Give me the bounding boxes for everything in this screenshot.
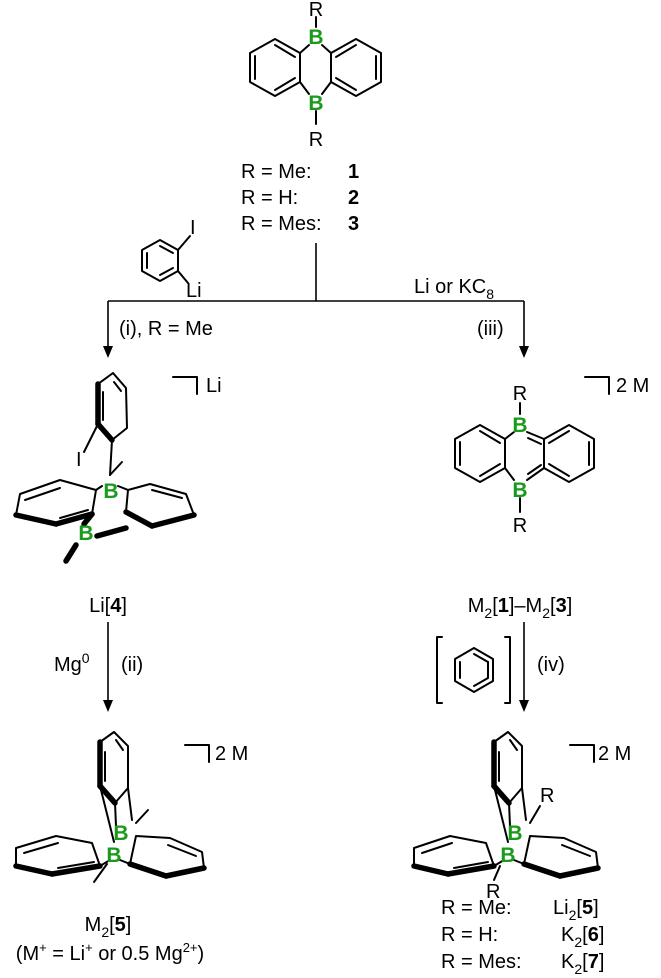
row1-num: 1 xyxy=(348,161,359,183)
compound-4-boron-2: B xyxy=(78,522,93,545)
compound-5-boron-2: B xyxy=(106,844,121,867)
step-iv-label: (iv) xyxy=(537,654,565,676)
compound-5-7-boron-2: B xyxy=(500,844,515,867)
reagent-iodine: I xyxy=(190,217,196,239)
reagent-lithium: Li xyxy=(186,280,202,302)
table-row-2-salt: K2[6] xyxy=(561,924,604,950)
table-row-2-lhs: R = H: xyxy=(441,924,498,946)
row3-num: 3 xyxy=(348,213,359,235)
top-R-label: R xyxy=(309,0,323,21)
row3-lhs: R = Mes: xyxy=(241,213,322,235)
table-row-3-salt: K2[7] xyxy=(561,951,604,977)
benzyne-reagent xyxy=(436,636,511,704)
row1-lhs: R = Me: xyxy=(241,161,312,183)
starting-diboraanthracene-structure xyxy=(249,16,382,125)
compound-5-7-structure xyxy=(411,731,601,881)
compound-5-boron-1: B xyxy=(113,822,128,845)
compound-1-3-boron-1: B xyxy=(512,414,527,437)
compound-5-7-boron-1: B xyxy=(507,822,522,845)
compound-4-structure xyxy=(13,372,198,564)
lower-arrows xyxy=(103,622,529,712)
top-R-bottom-label: R xyxy=(309,129,323,151)
compound-5-7-R2: R xyxy=(486,881,500,903)
compound-4-iodine: I xyxy=(76,449,82,471)
compound-4-boron-1: B xyxy=(103,480,118,503)
top-boron-1: B xyxy=(308,26,323,49)
table-row-1-lhs: R = Me: xyxy=(441,897,512,919)
compound-5-7-table: R = Me: Li2[5] R = H: K2[6] R = Mes: K2[… xyxy=(441,897,604,977)
compound-1-3-label: M2[1]–M2[3] xyxy=(468,595,573,621)
table-row-3-lhs: R = Mes: xyxy=(441,951,522,973)
step-ii-reagent: Mg0 xyxy=(54,650,90,676)
compound-4-label: Li[4] xyxy=(89,595,127,617)
compound-4-counterion: Li xyxy=(206,375,222,397)
compound-5-7-counterion: 2 M xyxy=(598,743,631,765)
step-i-label: (i), R = Me xyxy=(119,318,213,340)
table-row-1-salt: Li2[5] xyxy=(553,897,599,923)
branch-arrows xyxy=(103,243,529,358)
compound-5-7-R1: R xyxy=(540,785,554,807)
row2-num: 2 xyxy=(348,187,359,209)
row2-lhs: R = H: xyxy=(241,187,298,209)
compound-1-3-R-bottom: R xyxy=(513,515,527,537)
compound-1-3-boron-2: B xyxy=(512,479,527,502)
compound-5-counterion: 2 M xyxy=(215,743,248,765)
top-substituent-table: R = Me: 1 R = H: 2 R = Mes: 3 xyxy=(241,161,359,235)
compound-1-3-R-top: R xyxy=(513,383,527,405)
reagent-right: Li or KC8 xyxy=(414,276,494,302)
compound-5-label: M2[5] xyxy=(85,914,132,940)
step-iii-label: (iii) xyxy=(477,318,504,340)
iodophenyllithium-reagent xyxy=(141,235,191,284)
compound-1-3-dianion-structure xyxy=(454,376,610,513)
compound-1-3-counterion: 2 M xyxy=(616,375,649,397)
compound-5-structure xyxy=(13,731,210,883)
step-ii-label: (ii) xyxy=(121,654,143,676)
compound-5-counterion-note: (M+ = Li+ or 0.5 Mg2+) xyxy=(16,940,204,965)
top-boron-2: B xyxy=(308,92,323,115)
